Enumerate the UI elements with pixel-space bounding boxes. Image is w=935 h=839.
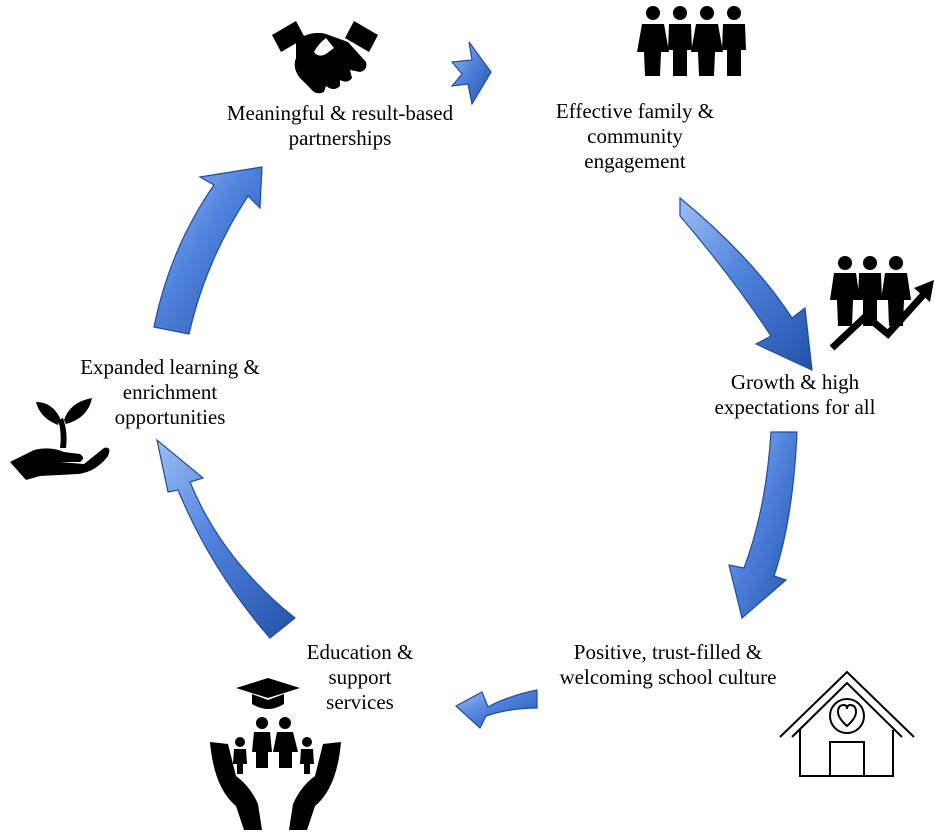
label-line: community (587, 124, 683, 148)
label-line: enrichment (122, 380, 218, 404)
label-line: Growth & high (730, 370, 860, 394)
label-line: expectations for all (714, 395, 876, 419)
label-line: Effective family & (555, 99, 715, 123)
hand-plant-icon (10, 398, 110, 480)
arrow-partnerships-to-engagement (450, 41, 492, 106)
label-line: partnerships (288, 126, 392, 150)
step-label-partnerships: Meaningful & result-based partnerships (190, 101, 490, 151)
arrow-education-to-learning (156, 438, 296, 639)
step-label-expanded-learning: Expanded learning & enrichment opportuni… (50, 355, 290, 430)
arrow-learning-to-partnerships (153, 166, 263, 335)
step-label-school-culture: Positive, trust-filled & welcoming schoo… (518, 640, 818, 690)
handshake-icon (272, 21, 378, 94)
step-label-engagement: Effective family & community engagement (520, 99, 750, 174)
step-label-education: Education & support services (280, 640, 440, 715)
label-line: welcoming school culture (559, 665, 777, 689)
label-line: services (326, 690, 394, 714)
label-line: opportunities (114, 405, 226, 429)
family-graduation-hands-icon (210, 678, 341, 830)
cycle-arrows (153, 41, 813, 729)
people-growth-icon (829, 256, 934, 351)
label-line: engagement (584, 149, 686, 173)
step-label-growth: Growth & high expectations for all (685, 370, 905, 420)
arrow-culture-to-education (454, 689, 538, 729)
label-line: Education & (306, 640, 414, 664)
people-group-icon (637, 6, 746, 76)
label-line: Positive, trust-filled & (573, 640, 763, 664)
arrow-engagement-to-growth (679, 196, 813, 371)
label-line: Expanded learning & (80, 355, 260, 379)
label-line: support (328, 665, 392, 689)
arrow-growth-to-culture (728, 431, 798, 620)
house-heart-icon (779, 670, 915, 777)
label-line: Meaningful & result-based (226, 101, 454, 125)
